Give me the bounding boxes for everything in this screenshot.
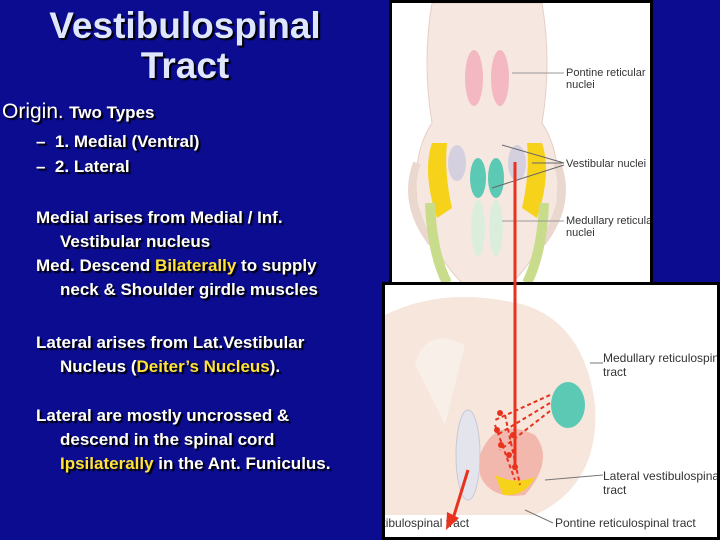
- label-medial-vestibulospinal: Medial vestibulospinal tract: [382, 516, 470, 530]
- reticulospinal-fibers: [494, 394, 551, 486]
- pontine-nucleus-right: [491, 50, 509, 106]
- label-medullary-line2: nuclei: [566, 227, 595, 239]
- label-medullary-line1: Medullary reticular: [566, 215, 653, 227]
- brainstem-figure: Pontine reticular nuclei Vestibular nucl…: [389, 0, 653, 322]
- spinal-cord-figure: Medullary reticulospinal tract Lateral v…: [382, 282, 720, 540]
- label-medullary-reticulospinal: Medullary reticulospinal tract: [603, 351, 720, 379]
- highlight-ipsilaterally: Ipsilaterally: [60, 454, 154, 473]
- para3-line2: descend in the spinal cord: [60, 430, 275, 449]
- label-pontine-reticular: Pontine reticular nuclei: [566, 67, 646, 91]
- para2-line2-a: Nucleus (: [60, 357, 137, 376]
- type-dash: –: [36, 157, 46, 176]
- vestibular-medial-right: [488, 158, 504, 198]
- slide-title: Vestibulospinal Tract: [10, 6, 360, 86]
- para3-line3: Ipsilaterally in the Ant. Funiculus.: [36, 452, 381, 476]
- brainstem-illustration: [408, 3, 566, 319]
- leader-vestibular-1: [501, 144, 565, 164]
- label-pontine-line2: nuclei: [566, 79, 595, 91]
- origin-heading: Origin. Two Types: [2, 100, 154, 124]
- title-line-1: Vestibulospinal: [49, 5, 321, 46]
- para1-line4: neck & Shoulder girdle muscles: [60, 280, 318, 299]
- origin-subtitle: Two Types: [69, 103, 155, 122]
- type-item-lateral: – 2. Lateral: [36, 157, 130, 177]
- para1-line3-a: Med. Descend: [36, 256, 156, 275]
- label-pontine-line1: Pontine reticular: [566, 67, 646, 79]
- label-medullary-tract-line1: Medullary reticulospinal: [603, 351, 720, 365]
- type-item-medial: – 1. Medial (Ventral): [36, 132, 199, 152]
- label-pontine-reticulospinal: Pontine reticulospinal tract: [555, 516, 696, 530]
- highlight-deiters: Deiter’s Nucleus: [136, 357, 270, 376]
- origin-dot: .: [58, 101, 64, 123]
- pontine-nucleus-left: [465, 50, 483, 106]
- paragraph-lateral-origin: Lateral arises from Lat.Vestibular Nucle…: [36, 331, 381, 379]
- paragraph-lateral-course: Lateral are mostly uncrossed & descend i…: [36, 404, 381, 476]
- leader-vestibular-3: [491, 164, 565, 189]
- lateral-vestibulospinal-area: [495, 475, 535, 496]
- vestibular-nucleus-right: [522, 143, 546, 218]
- label-medullary-reticular: Medullary reticular nuclei: [566, 215, 653, 239]
- para2-line1: Lateral arises from Lat.Vestibular: [36, 333, 305, 352]
- title-line-2: Tract: [140, 45, 230, 86]
- anterior-fissure: [455, 409, 481, 501]
- para2-line2: Nucleus (Deiter’s Nucleus).: [36, 355, 381, 379]
- label-lateral-tract-line2: tract: [603, 483, 627, 497]
- medullary-nucleus-right: [489, 200, 503, 256]
- lateral-tract-left: [425, 202, 452, 286]
- label-lateral-vestibulospinal: Lateral vestibulospinal tract: [603, 469, 720, 497]
- para1-line3-c: to supply: [236, 256, 317, 275]
- highlight-bilaterally: Bilaterally: [155, 256, 237, 275]
- para1-line1: Medial arises from Medial / Inf.: [36, 208, 283, 227]
- type-text: 2. Lateral: [54, 157, 130, 176]
- para1-line2: Vestibular nucleus: [60, 232, 211, 251]
- origin-label: Origin: [2, 100, 59, 123]
- label-lateral-tract-line1: Lateral vestibulospinal: [603, 469, 720, 483]
- cerebellar-peduncle: [408, 161, 566, 246]
- lateral-tract-right: [522, 202, 549, 286]
- spinal-cord-illustration: [385, 297, 604, 524]
- leader-pontine-tract: [524, 509, 554, 524]
- type-text: 1. Medial (Ventral): [54, 132, 200, 151]
- leader-lateral-tract: [544, 474, 604, 481]
- para3-line3-b: in the Ant. Funiculus.: [153, 454, 331, 473]
- lateral-region-right: [508, 145, 526, 181]
- type-dash: –: [36, 132, 46, 151]
- para2-line2-c: ).: [269, 357, 281, 376]
- para3-line1: Lateral are mostly uncrossed &: [36, 406, 290, 425]
- gray-matter-dorsal: [415, 338, 465, 425]
- ventral-horn: [480, 428, 543, 496]
- medullary-nucleus-left: [471, 200, 485, 256]
- para1-line3: Med. Descend Bilaterally to supply: [36, 254, 381, 278]
- medullary-reticulospinal-area: [551, 382, 585, 428]
- vestibular-medial-left: [470, 158, 486, 198]
- label-vestibular-nuclei: Vestibular nuclei: [566, 158, 647, 170]
- paragraph-medial: Medial arises from Medial / Inf. Vestibu…: [36, 206, 381, 302]
- vestibular-nucleus-left: [428, 143, 452, 218]
- brainstem-outline: [415, 3, 559, 319]
- lateral-region-left: [448, 145, 466, 181]
- label-medullary-tract-line2: tract: [603, 365, 627, 379]
